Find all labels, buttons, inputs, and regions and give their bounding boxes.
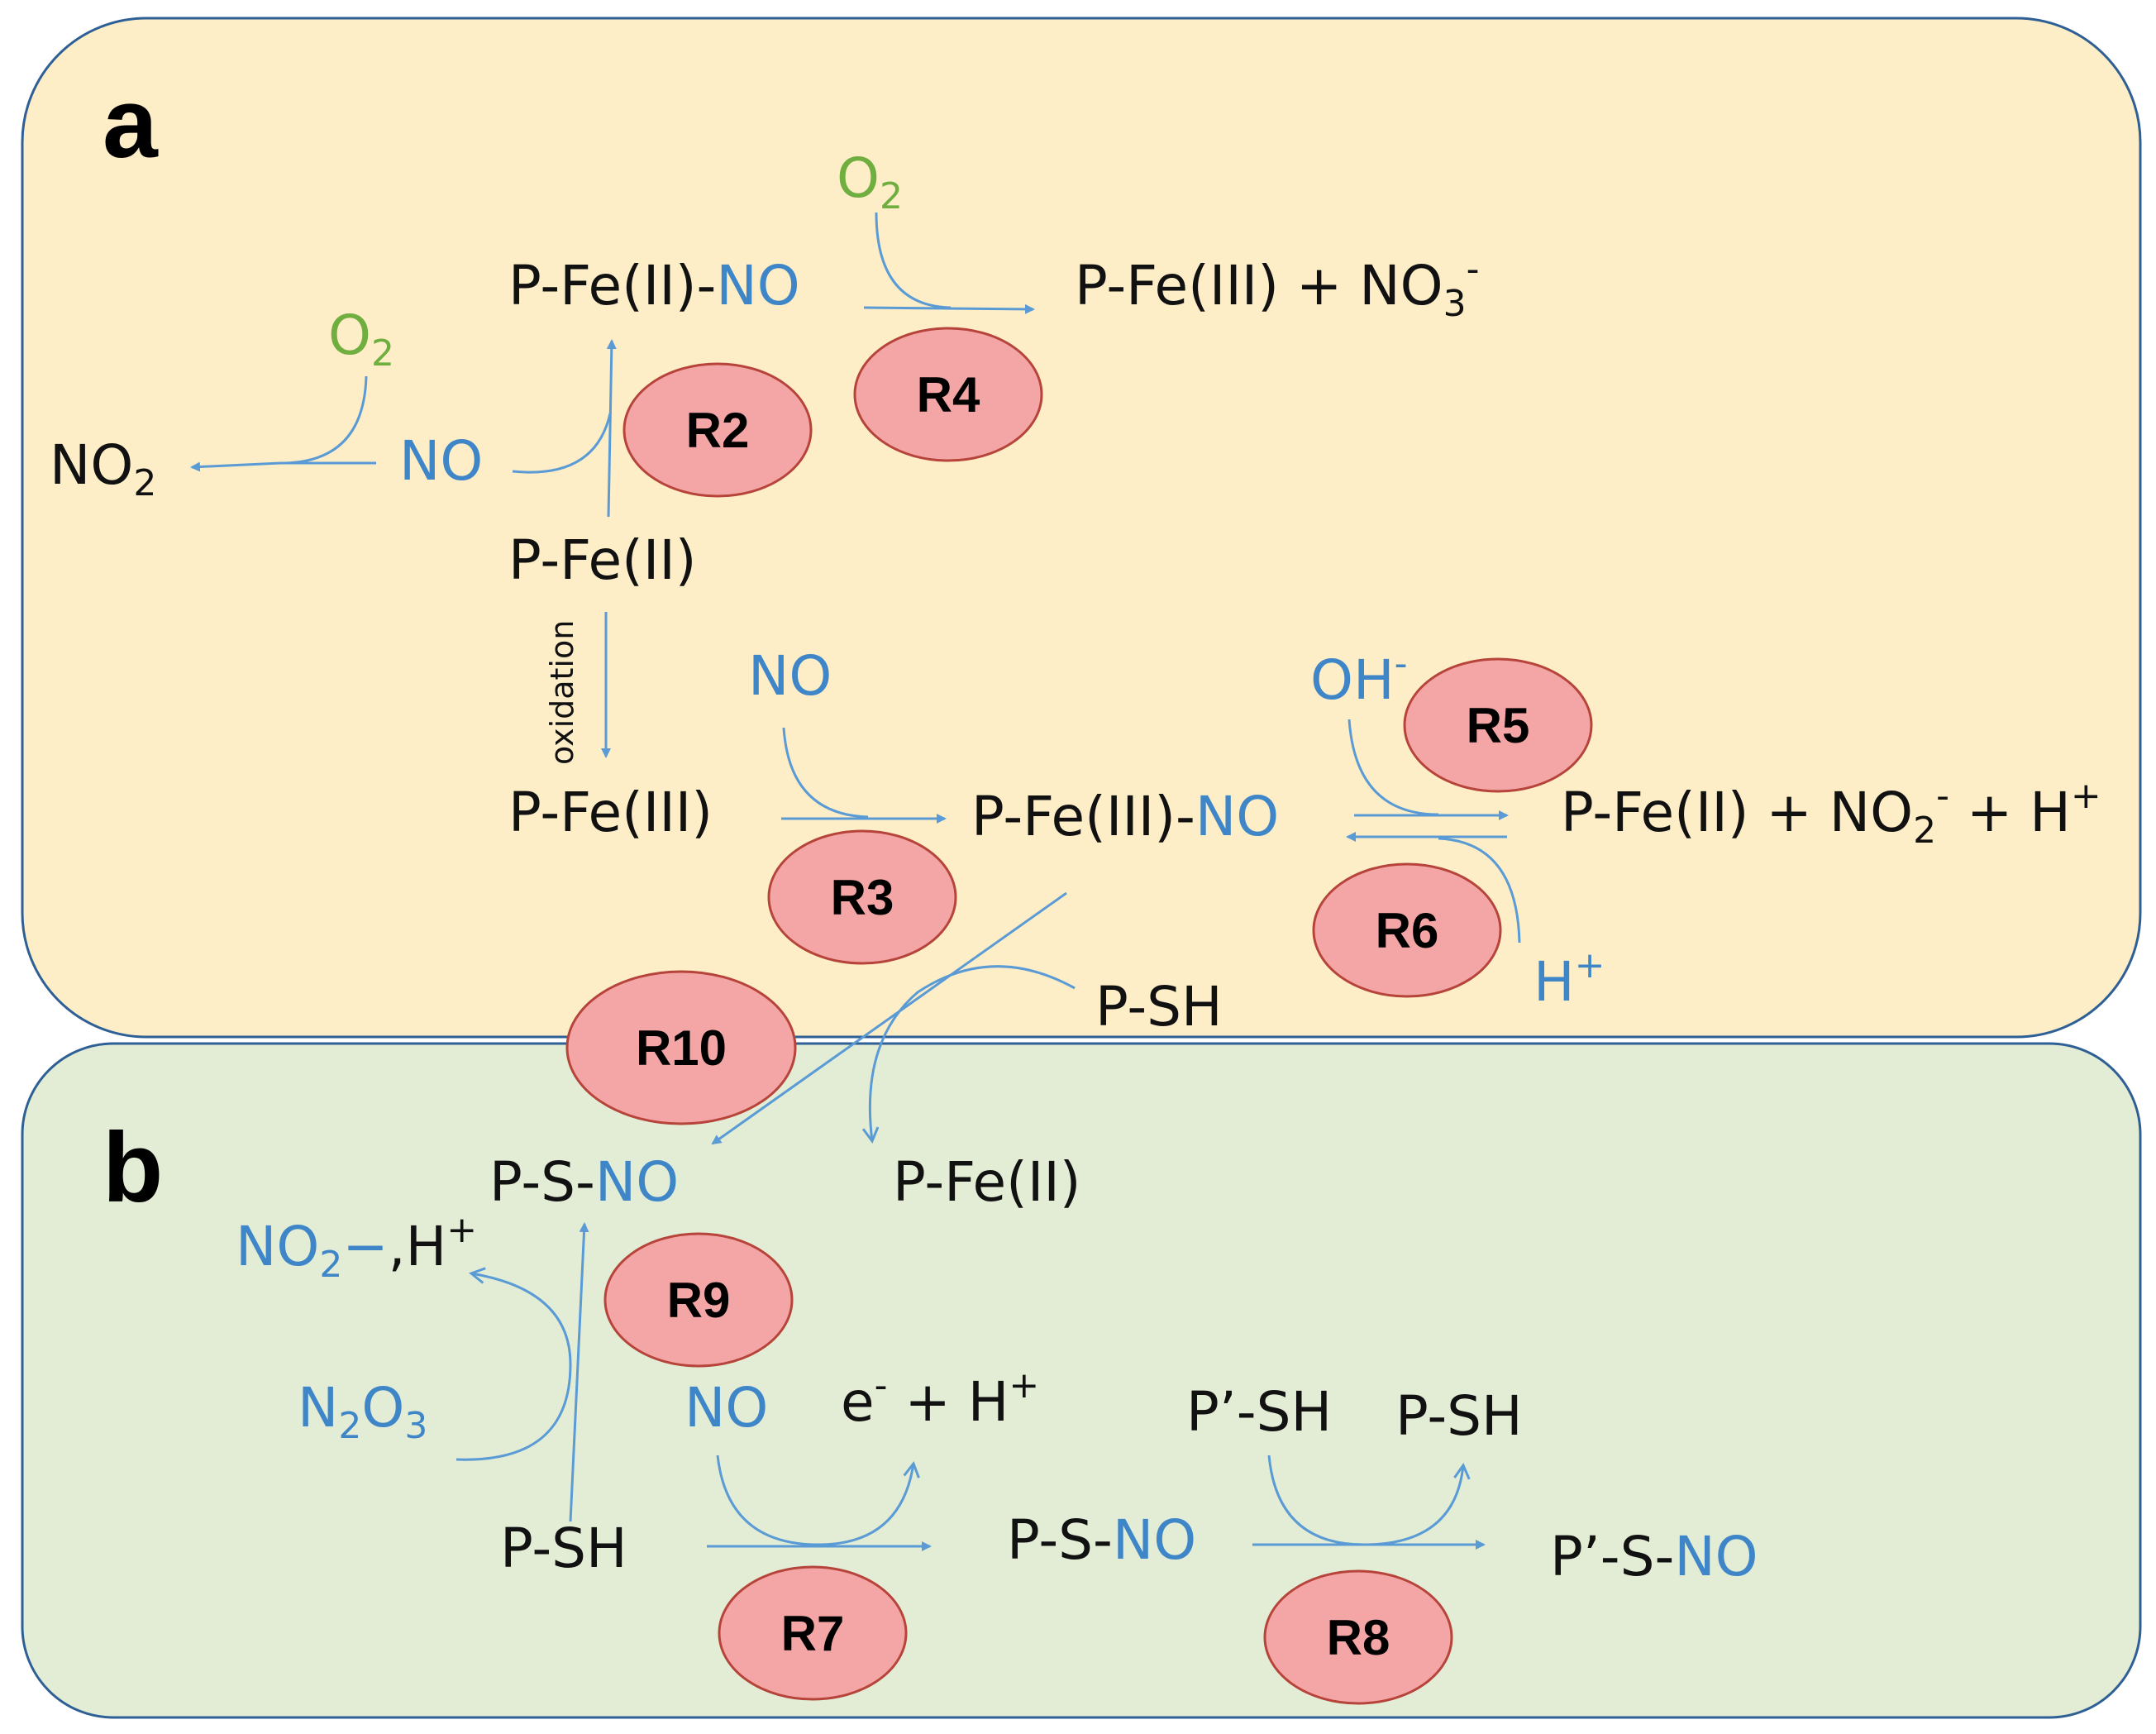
arrow-r4 <box>863 303 1035 314</box>
svg-text:R9: R9 <box>667 1273 731 1328</box>
reaction-badge-r4: R4 <box>853 327 1043 462</box>
reaction-badge-r6: R6 <box>1312 862 1502 998</box>
panel-a-label: a <box>103 68 159 179</box>
reaction-badge-r9: R9 <box>603 1232 794 1368</box>
species-electron-h: e- + H+ <box>841 1364 1039 1434</box>
arrow-r10 <box>711 891 1067 1145</box>
species-psh-a: P-SH <box>1095 975 1223 1039</box>
species-n2o3: N2O3 <box>298 1376 427 1447</box>
arrow-no-curve-r3 <box>782 727 869 819</box>
reaction-badge-r3: R3 <box>767 829 957 965</box>
species-o2-left: O2 <box>328 303 394 375</box>
species-psh-r8: P-SH <box>1395 1384 1523 1448</box>
species-oh: OH- <box>1310 642 1407 712</box>
svg-text:R8: R8 <box>1327 1610 1390 1665</box>
arrow-pprime-curve-r8 <box>1267 1455 1471 1546</box>
svg-text:R4: R4 <box>917 367 980 423</box>
arrow-no-curve-r7 <box>716 1455 920 1546</box>
species-pfe2-b: P-Fe(II) <box>893 1150 1081 1214</box>
species-no-mid: NO <box>748 644 832 708</box>
species-pprime-sno: P’-S-NO <box>1550 1525 1758 1588</box>
reaction-badge-r8: R8 <box>1263 1569 1453 1705</box>
species-o2-top: O2 <box>837 146 903 217</box>
species-pfe2-products: P-Fe(II) + NO2- + H+ <box>1561 775 2101 852</box>
species-no-left: NO <box>399 429 483 493</box>
species-pfe3-no3: P-Fe(III) + NO3- <box>1075 248 1480 325</box>
species-no-r7: NO <box>684 1376 768 1440</box>
arrow-r9 <box>569 1222 589 1522</box>
svg-text:R10: R10 <box>636 1020 727 1076</box>
arrow-hplus-curve-r6 <box>1438 837 1521 943</box>
svg-text:R6: R6 <box>1376 903 1439 958</box>
species-psh-b: P-SH <box>500 1517 627 1580</box>
reaction-badge-r2: R2 <box>622 362 813 498</box>
arrow-pfe2-to-pfe2no <box>606 339 617 518</box>
arrow-n2o3-curve <box>456 1267 572 1461</box>
arrow-no-curve-r2 <box>512 413 612 474</box>
arrow-o2-top-curve <box>875 212 952 309</box>
reaction-badge-r5: R5 <box>1403 657 1593 793</box>
species-pfe2-center: P-Fe(II) <box>508 528 697 592</box>
species-pfe3-no: P-Fe(III)-NO <box>971 785 1279 848</box>
arrow-psh-to-pfe2 <box>861 965 1076 1144</box>
label-oxidation: oxidation <box>544 620 580 765</box>
species-no2-left: NO2 <box>50 433 156 504</box>
species-hplus: H+ <box>1534 944 1605 1014</box>
panel-a <box>21 17 2142 1039</box>
reaction-badge-r10: R10 <box>565 970 797 1125</box>
species-psno-top: P-S-NO <box>489 1150 679 1214</box>
species-pfe2-no: P-Fe(II)-NO <box>508 254 800 318</box>
species-psno-mid: P-S-NO <box>1007 1508 1196 1572</box>
species-no2-h: NO2−,H+ <box>236 1209 477 1286</box>
svg-text:R5: R5 <box>1467 698 1530 753</box>
svg-text:R7: R7 <box>781 1606 845 1661</box>
species-pprime-sh: P’-SH <box>1186 1380 1332 1444</box>
reaction-badge-r7: R7 <box>718 1565 908 1701</box>
svg-text:R3: R3 <box>831 870 894 925</box>
panel-b-label: b <box>103 1112 163 1223</box>
arrow-oh-curve-r5 <box>1348 719 1439 816</box>
species-pfe3: P-Fe(III) <box>508 781 713 844</box>
panel-b <box>21 1042 2142 1719</box>
svg-text:R2: R2 <box>686 403 750 458</box>
